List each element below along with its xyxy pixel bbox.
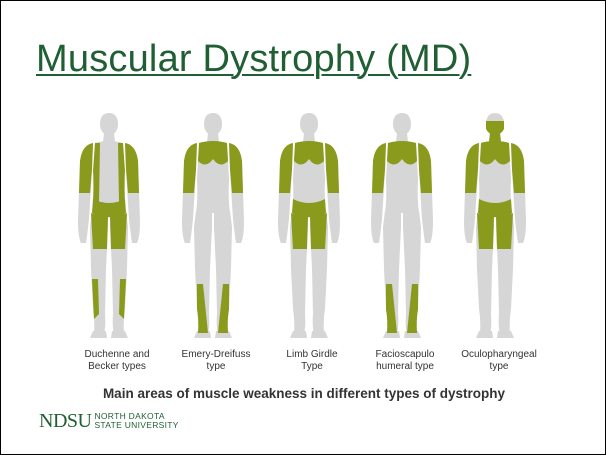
figure-oculopharyngeal [457,109,533,341]
affected-thighs [110,213,127,249]
body-figure-icon [364,109,440,341]
affected-neck [489,133,501,142]
logo-line: STATE UNIVERSITY [94,421,178,430]
body-figure-icon [457,109,533,341]
affected-thighs [291,213,308,249]
figure-duchenne-becker [71,109,147,341]
body-footR [497,331,514,338]
body-neck [207,133,219,142]
affected-calves [92,279,99,319]
affected-calves [119,279,126,319]
body-footL [476,331,493,338]
logo-mark: NDSU [39,411,91,431]
figure-facioscapulohumeral [364,109,440,341]
ndsu-logo: NDSU NORTH DAKOTA STATE UNIVERSITY [39,411,179,431]
body-neck [103,133,115,142]
body-neck [303,133,315,142]
affected-thighs [91,213,108,249]
figure-label-line: type [444,361,554,373]
body-figure-icon [271,109,347,341]
body-footR [111,331,128,338]
figure-label: Emery-Dreifuss type [161,349,271,373]
figure-limb-girdle [271,109,347,341]
figure-emery-dreifuss [175,109,251,341]
affected-thighs [310,213,327,249]
affected-torso-sides [118,143,125,203]
figure-label-line: Becker types [62,361,172,373]
body-figure-icon [175,109,251,341]
body-figure-icon [71,109,147,341]
figure-label-line: Emery-Dreifuss [161,349,271,361]
body-head [393,113,411,135]
affected-thighs [496,213,513,249]
figure-label: Oculopharyngeal type [444,349,554,373]
body-footR [311,331,328,338]
body-head [300,113,318,135]
figure-label: Duchenne and Becker types [62,349,172,373]
body-neck [396,133,408,142]
affected-torso-sides [93,143,100,203]
body-footL [290,331,307,338]
body-footL [90,331,107,338]
figure-label-line: Oculopharyngeal [444,349,554,361]
figure-label-line: Duchenne and [62,349,172,361]
affected-thighs [477,213,494,249]
logo-text: NORTH DAKOTA STATE UNIVERSITY [94,412,178,431]
figure-label-line: type [161,361,271,373]
affected-face [486,121,504,135]
figure-caption: Main areas of muscle weakness in differe… [1,386,606,401]
body-head [204,113,222,135]
body-head [100,113,118,135]
